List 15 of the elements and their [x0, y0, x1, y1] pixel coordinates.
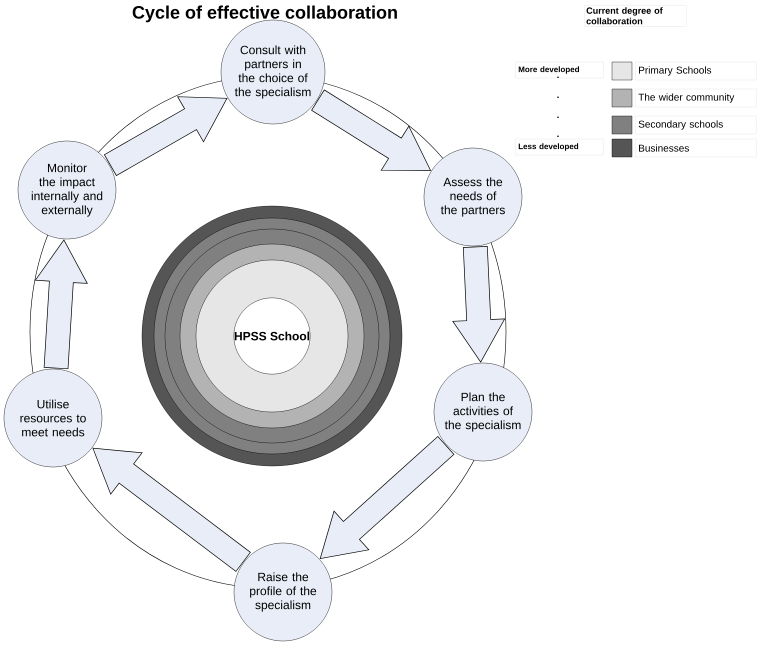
- block-arrow: [320, 436, 454, 560]
- scale-label: Less developed: [515, 138, 604, 156]
- legend-heading: Current degree of collaboration: [584, 5, 686, 27]
- legend-label: Businesses: [635, 138, 756, 158]
- block-arrow: [34, 239, 88, 370]
- legend-label: The wider community: [635, 88, 756, 108]
- legend-label: Secondary schools: [635, 116, 756, 134]
- title: Cycle of effective collaboration: [132, 6, 397, 22]
- scale-dash: -: [556, 96, 559, 98]
- block-arrow: [92, 448, 251, 572]
- block-arrow: [452, 246, 506, 363]
- scale-dash: -: [556, 116, 559, 118]
- legend-label: Primary Schools: [635, 62, 756, 80]
- scale-dash: -: [556, 136, 559, 137]
- scale-dash: -: [556, 76, 559, 78]
